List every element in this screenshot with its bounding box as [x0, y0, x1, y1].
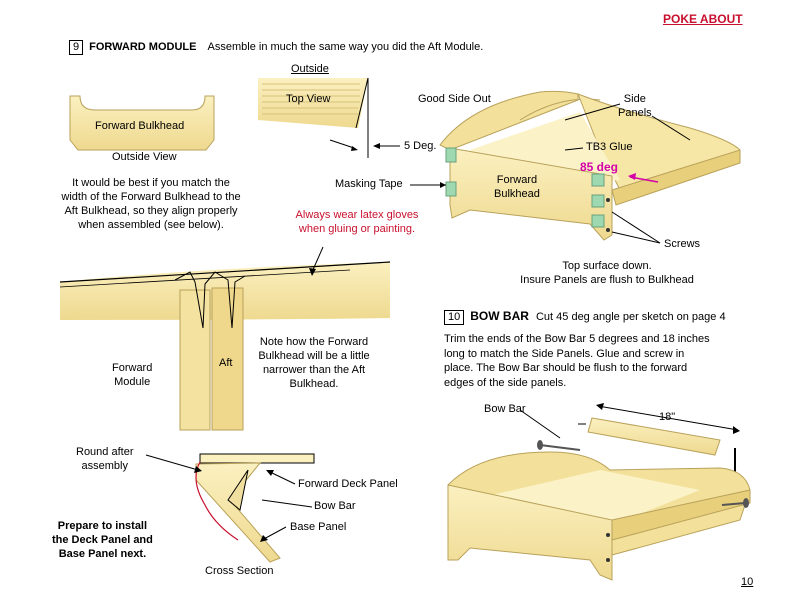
top-surface-line: Insure Panels are flush to Bulkhead [520, 274, 694, 286]
forward-bulkhead-3d-line: Bulkhead [494, 188, 540, 200]
forward-bulkhead-label: Forward Bulkhead [95, 120, 185, 132]
cross-section-bow-bar-label: Bow Bar [314, 500, 356, 512]
prepare-note-line: Base Panel next. [58, 548, 147, 560]
step9-number: 9 [69, 40, 84, 55]
forward-module-label: Forward Module [112, 361, 152, 389]
prepare-note-line: Prepare to install [57, 520, 148, 532]
side-panels-line: Panels [618, 107, 652, 119]
good-side-out-label: Good Side Out [418, 93, 491, 105]
forward-bulkhead-3d-line: Forward [496, 174, 538, 186]
side-panels-line: Side [623, 93, 646, 105]
narrower-note-line: Note how the Forward [259, 336, 369, 348]
gloves-note-line: Always wear latex gloves [295, 209, 419, 221]
step10-body-line: edges of the side panels. [444, 376, 567, 389]
cross-section-caption: Cross Section [205, 565, 274, 577]
forward-deck-panel-label: Forward Deck Panel [298, 478, 398, 490]
gloves-note-line: when gluing or painting. [298, 223, 416, 235]
match-note-line: when assembled (see below). [78, 219, 224, 231]
match-note-line: It would be best if you match the [72, 177, 230, 189]
step10-body-line: long to match the Side Panels. Glue and … [444, 347, 685, 360]
round-after-line: Round after [76, 446, 134, 458]
match-note-line: width of the Forward Bulkhead to the [61, 191, 241, 203]
prepare-note: Prepare to install the Deck Panel and Ba… [52, 519, 153, 561]
top-view-diagram [258, 77, 400, 158]
step10-title: BOW BAR [470, 309, 529, 323]
narrower-note-line: narrower than the Aft [262, 364, 366, 376]
bow-bar-diagram [447, 403, 751, 581]
gloves-note: Always wear latex gloves when gluing or … [282, 208, 432, 236]
narrower-note: Note how the Forward Bulkhead will be a … [256, 335, 372, 391]
match-note-line: Aft Bulkhead, so they align properly [64, 205, 238, 217]
top-view-label: Top View [286, 93, 331, 105]
poke-about-link[interactable]: POKE ABOUT [663, 12, 743, 26]
top-surface-line: Top surface down. [562, 260, 652, 272]
top-surface-note: Top surface down. Insure Panels are flus… [477, 259, 737, 287]
screws-label: Screws [664, 238, 701, 250]
forward-bulkhead-outside-view [69, 95, 215, 151]
outside-label: Outside [291, 63, 329, 75]
narrower-note-line: Bulkhead. [289, 378, 339, 390]
step10-subtitle: Cut 45 deg angle per sketch on page 4 [535, 311, 726, 323]
outside-view-label: Outside View [112, 151, 177, 163]
eighty-five-deg-label: 85 deg [580, 160, 619, 174]
step10-body-line: Trim the ends of the Bow Bar 5 degrees a… [444, 333, 710, 345]
masking-tape-label: Masking Tape [335, 178, 403, 190]
step10-body: Trim the ends of the Bow Bar 5 degrees a… [444, 332, 710, 390]
base-panel-label: Base Panel [290, 521, 347, 533]
narrower-note-line: Bulkhead will be a little [258, 350, 370, 362]
aft-label: Aft [219, 357, 233, 369]
cross-section-diagram [145, 453, 315, 563]
step10-body-line: place. The Bow Bar should be flush to th… [444, 362, 688, 374]
step9-heading: 9 FORWARD MODULE Assemble in much the sam… [69, 40, 483, 55]
round-after-line: assembly [81, 460, 128, 472]
side-panels-label: Side Panels [618, 92, 652, 120]
eighteen-inch-label: 18" [659, 411, 676, 423]
step10-heading: 10 BOW BAR Cut 45 deg angle per sketch on… [444, 309, 726, 325]
step9-subtitle: Assemble in much the same way you did th… [207, 41, 484, 53]
forward-module-3d [410, 90, 741, 244]
tb3-glue-label: TB3 Glue [586, 141, 633, 153]
forward-module-line: Forward [112, 362, 153, 374]
step9-title: FORWARD MODULE [89, 41, 197, 53]
bulkhead-comparison-diagram [59, 246, 391, 431]
match-note: It would be best if you match the width … [52, 176, 250, 232]
forward-bulkhead-3d-label: Forward Bulkhead [494, 173, 540, 201]
bow-bar-label: Bow Bar [484, 403, 526, 415]
round-after-label: Round after assembly [76, 445, 133, 473]
step10-number: 10 [444, 310, 465, 325]
forward-module-line: Module [114, 376, 151, 388]
prepare-note-line: the Deck Panel and [52, 534, 153, 546]
five-deg-label: 5 Deg. [404, 140, 437, 152]
page-number: 10 [741, 576, 754, 588]
